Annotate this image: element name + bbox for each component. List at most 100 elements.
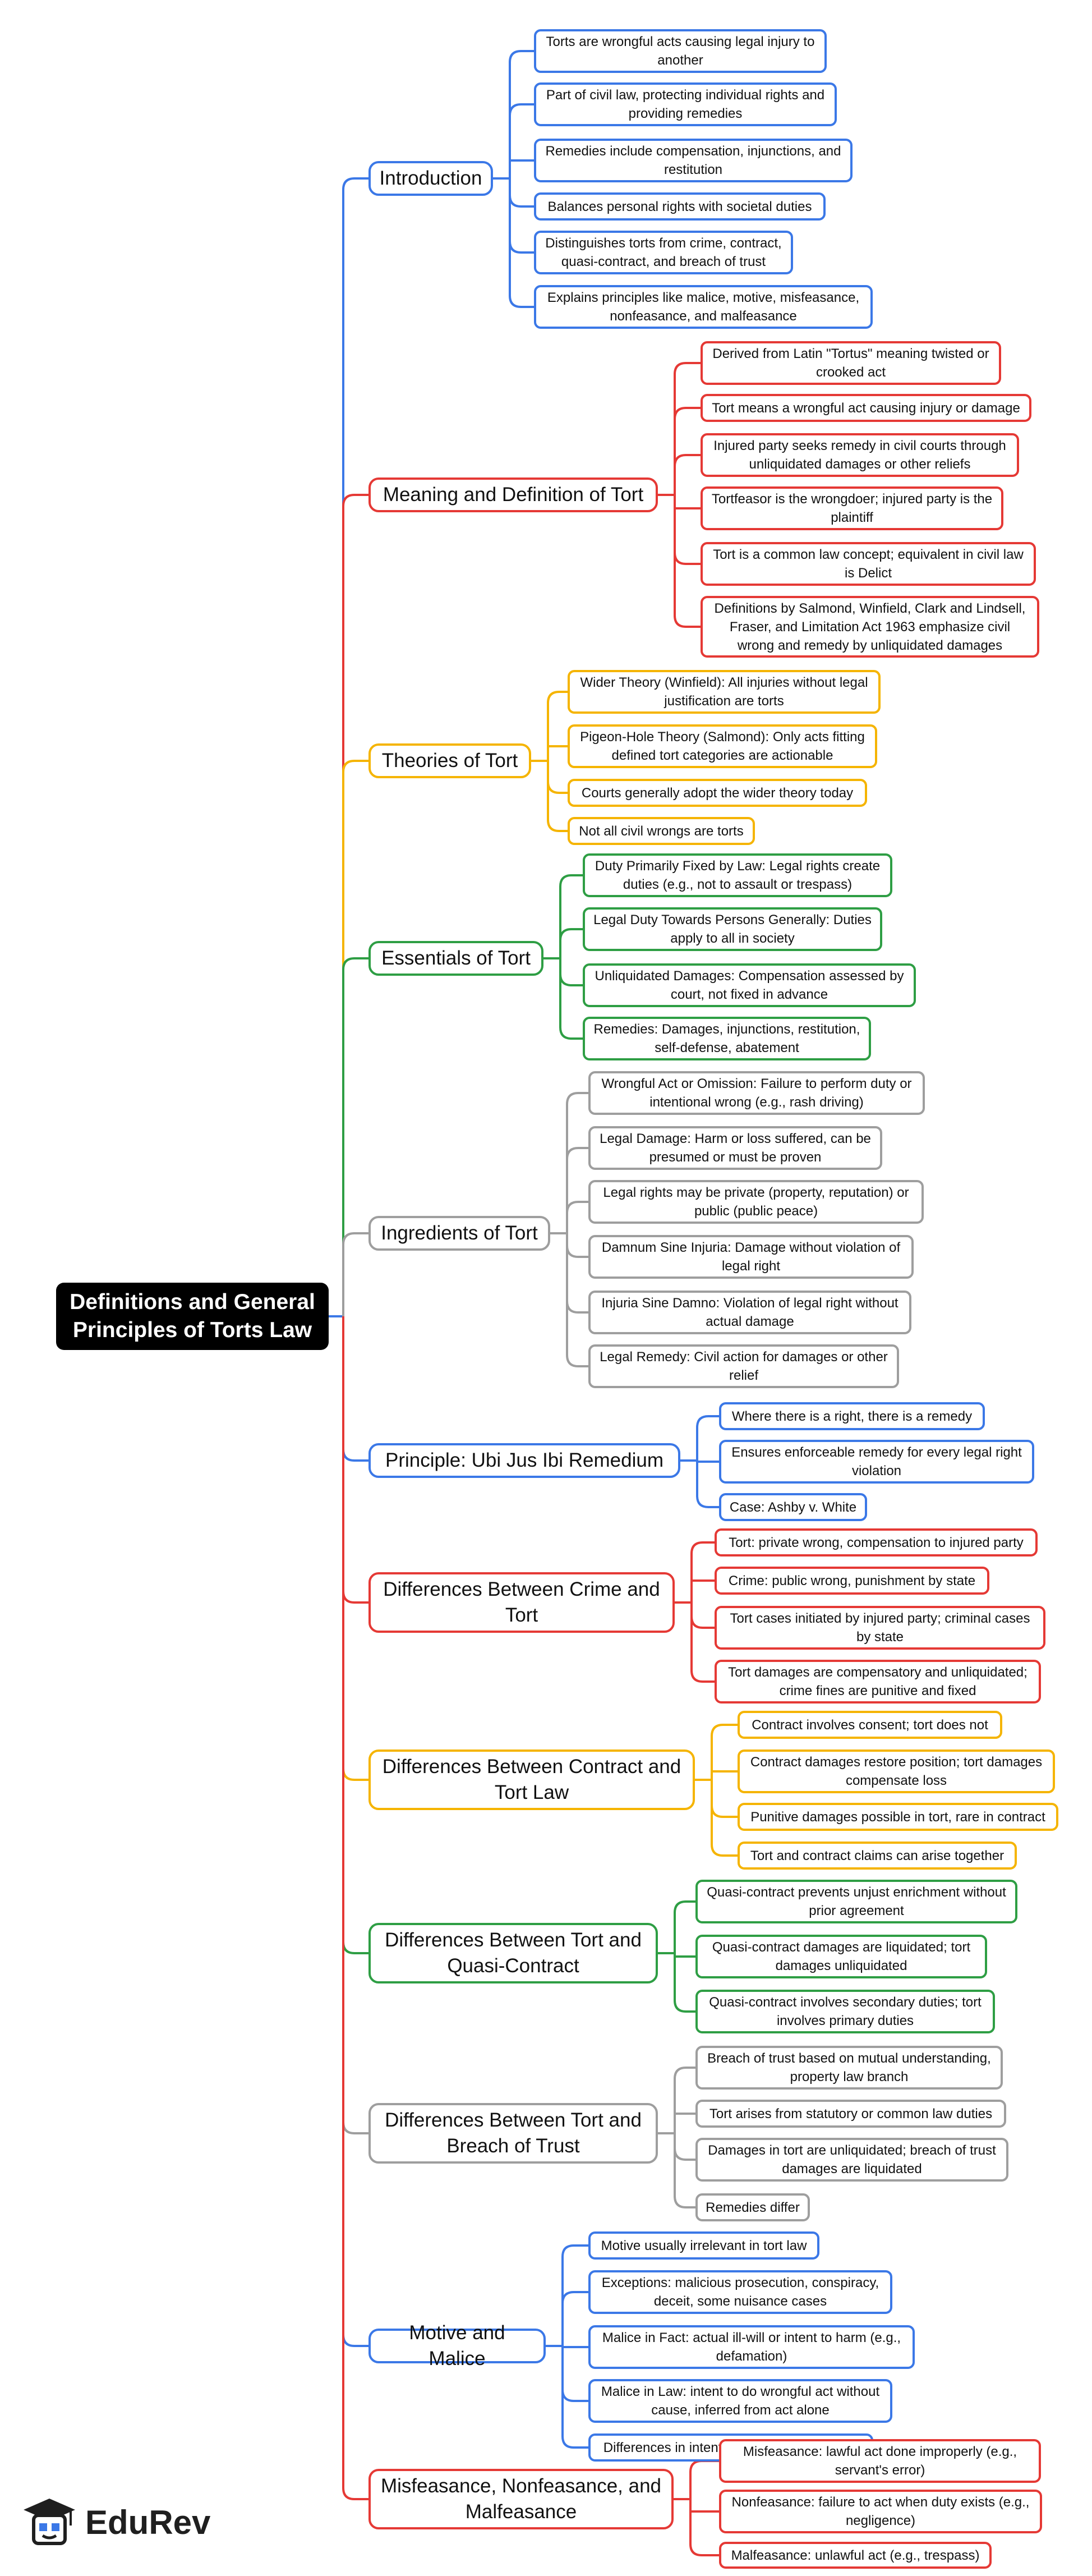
- branch-connector: [342, 1316, 368, 2500]
- leaf-connector: [674, 2498, 719, 2513]
- branch-meaning-definition: Meaning and Definition of Tort: [368, 477, 658, 512]
- leaf: Malfeasance: unlawful act (e.g., trespas…: [719, 2542, 992, 2569]
- leaf: Not all civil wrongs are torts: [568, 817, 755, 845]
- leaf: Punitive damages possible in tort, rare …: [738, 1803, 1058, 1831]
- branch-crime-tort: Differences Between Crime and Tort: [368, 1572, 675, 1633]
- leaf: Derived from Latin "Tortus" meaning twis…: [701, 341, 1001, 385]
- leaf-connector: [493, 177, 534, 254]
- leaf-connector: [695, 1770, 738, 1781]
- leaf: Legal Damage: Harm or loss suffered, can…: [588, 1126, 882, 1170]
- leaf: Injuria Sine Damno: Violation of legal r…: [588, 1291, 911, 1334]
- leaf: Quasi-contract damages are liquidated; t…: [695, 1935, 987, 1978]
- leaf-connector: [658, 2132, 695, 2161]
- root-node: Definitions and General Principles of To…: [56, 1283, 329, 1350]
- leaf-connector: [493, 177, 534, 308]
- branch-tort-breach-trust: Differences Between Tort and Breach of T…: [368, 2103, 658, 2164]
- leaf-connector: [695, 1779, 738, 1857]
- leaf: Breach of trust based on mutual understa…: [695, 2046, 1003, 2090]
- leaf-connector: [674, 2498, 719, 2556]
- leaf: Wrongful Act or Omission: Failure to per…: [588, 1071, 925, 1115]
- leaf: Malice in Fact: actual ill-will or inten…: [588, 2325, 915, 2369]
- leaf-connector: [675, 1601, 715, 1683]
- leaf-connector: [546, 2291, 588, 2347]
- leaf: Tort: private wrong, compensation to inj…: [715, 1528, 1038, 1556]
- leaf-connector: [543, 874, 583, 959]
- leaf: Torts are wrongful acts causing legal in…: [534, 29, 827, 73]
- leaf-connector: [550, 1147, 588, 1234]
- leaf-connector: [658, 1900, 695, 1954]
- branch-connector: [342, 1232, 368, 1316]
- graduation-cap-icon: [24, 2499, 75, 2545]
- leaf: Wider Theory (Winfield): All injuries wi…: [568, 670, 881, 714]
- leaf-connector: [531, 760, 568, 832]
- branch-connector: [342, 1316, 368, 1781]
- leaf: Pigeon-Hole Theory (Salmond): Only acts …: [568, 724, 877, 768]
- leaf-connector: [695, 1779, 738, 1818]
- leaf: Definitions by Salmond, Winfield, Clark …: [701, 596, 1039, 658]
- leaf-connector: [658, 362, 701, 496]
- leaf-connector: [550, 1232, 588, 1314]
- leaf-connector: [658, 494, 701, 509]
- leaf-connector: [658, 2067, 695, 2134]
- branch-ubi-jus: Principle: Ubi Jus Ibi Remedium: [368, 1443, 680, 1478]
- leaf: Tort cases initiated by injured party; c…: [715, 1606, 1045, 1650]
- leaf-connector: [675, 1601, 715, 1629]
- leaf-connector: [493, 103, 534, 180]
- leaf: Courts generally adopt the wider theory …: [568, 779, 867, 807]
- leaf: Legal rights may be private (property, r…: [588, 1180, 924, 1224]
- branch-ingredients: Ingredients of Tort: [368, 1216, 550, 1251]
- leaf-connector: [680, 1459, 719, 1508]
- leaf-connector: [675, 1541, 715, 1604]
- leaf-connector: [695, 1724, 738, 1781]
- branch-theories: Theories of Tort: [368, 743, 531, 778]
- leaf-connector: [493, 50, 534, 180]
- leaf: Remedies include compensation, injunctio…: [534, 139, 853, 182]
- leaf-connector: [546, 2345, 588, 2449]
- branch-connector: [342, 1316, 368, 2347]
- leaf-connector: [543, 957, 583, 986]
- leaf: Malice in Law: intent to do wrongful act…: [588, 2379, 892, 2423]
- edurev-logo: EduRev: [21, 2491, 210, 2553]
- leaf-connector: [543, 957, 583, 1040]
- leaf: Duty Primarily Fixed by Law: Legal right…: [583, 853, 892, 897]
- leaf: Quasi-contract involves secondary duties…: [695, 1990, 995, 2033]
- leaf: Misfeasance: lawful act done improperly …: [719, 2439, 1041, 2483]
- leaf: Remedies differ: [695, 2193, 810, 2221]
- leaf-connector: [658, 494, 701, 565]
- branch-connector: [342, 1316, 368, 2134]
- leaf: Contract involves consent; tort does not: [738, 1711, 1002, 1739]
- leaf-connector: [674, 2460, 719, 2500]
- leaf: Part of civil law, protecting individual…: [534, 82, 837, 126]
- leaf: Tort means a wrongful act causing injury…: [701, 394, 1031, 422]
- leaf-connector: [543, 928, 583, 959]
- leaf: Exceptions: malicious prosecution, consp…: [588, 2270, 892, 2314]
- leaf: Tort is a common law concept; equivalent…: [701, 542, 1036, 586]
- branch-misfeasance: Misfeasance, Nonfeasance, and Malfeasanc…: [368, 2469, 674, 2529]
- leaf: Tort damages are compensatory and unliqu…: [715, 1660, 1041, 1703]
- branch-connector: [342, 494, 368, 1316]
- logo-text: EduRev: [85, 2503, 211, 2541]
- leaf: Crime: public wrong, punishment by state: [715, 1567, 989, 1595]
- leaf-connector: [493, 159, 534, 180]
- leaf-connector: [550, 1092, 588, 1234]
- leaf: Balances personal rights with societal d…: [534, 192, 826, 221]
- branch-contract-tort: Differences Between Contract and Tort La…: [368, 1750, 695, 1810]
- leaf: Tort arises from statutory or common law…: [695, 2100, 1006, 2128]
- leaf: Nonfeasance: failure to act when duty ex…: [719, 2490, 1042, 2533]
- leaf: Damages in tort are unliquidated; breach…: [695, 2138, 1008, 2182]
- branch-connector: [342, 1316, 368, 1462]
- branch-connector: [342, 177, 368, 1316]
- leaf-connector: [550, 1232, 588, 1258]
- leaf: Legal Remedy: Civil action for damages o…: [588, 1344, 899, 1388]
- leaf: Distinguishes torts from crime, contract…: [534, 231, 793, 274]
- leaf: Contract damages restore position; tort …: [738, 1750, 1055, 1793]
- leaf-connector: [658, 494, 701, 628]
- leaf-connector: [658, 407, 701, 496]
- leaf-connector: [546, 2345, 588, 2402]
- leaf-connector: [658, 2132, 695, 2208]
- leaf: Unliquidated Damages: Compensation asses…: [583, 963, 916, 1007]
- leaf: Quasi-contract prevents unjust enrichmen…: [695, 1880, 1017, 1923]
- leaf-connector: [658, 454, 701, 496]
